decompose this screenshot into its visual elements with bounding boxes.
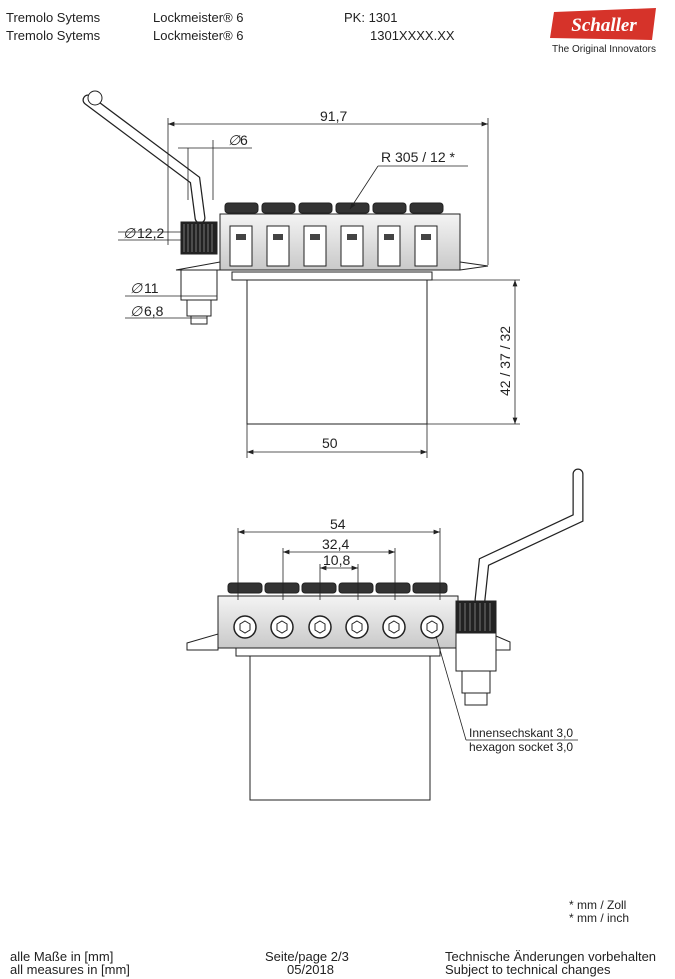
hex-screws [233, 615, 444, 639]
footer-disclaimer-de: Technische Änderungen vorbehalten [445, 949, 657, 964]
svg-text:∅: ∅ [130, 280, 143, 296]
dim-radius: R 305 / 12 * [381, 149, 455, 165]
dim-arm-diameter: ∅ 6 [228, 132, 248, 148]
svg-text:6: 6 [240, 132, 248, 148]
tremolo-arm-top [82, 90, 206, 224]
header-code: 1301XXXX.XX [370, 28, 455, 43]
footer-page: Seite/page 2/3 [265, 949, 349, 964]
dim-knob-diameter: ∅ 12,2 [123, 225, 164, 241]
footer-units-en: all measures in [mm] [10, 962, 130, 977]
header-pk: PK: 1301 [344, 10, 398, 25]
callout-hex-de: Innensechskant 3,0 [469, 726, 573, 740]
logo-tagline: The Original Innovators [552, 44, 656, 55]
dim-mid-spacing: 32,4 [322, 536, 349, 552]
tremolo-arm-front [474, 468, 584, 606]
dim-total-width: 91,7 [320, 108, 347, 124]
header-series: Tremolo Sytems [6, 10, 101, 25]
note-mm-inch: * mm / inch [569, 911, 630, 925]
sustain-block-front [249, 655, 431, 801]
svg-text:6,8: 6,8 [144, 303, 164, 319]
svg-text:∅: ∅ [123, 225, 136, 241]
fine-tuner-row [224, 202, 444, 214]
header-model-2: Lockmeister® 6 [153, 28, 244, 43]
dim-block-height: 42 / 37 / 32 [497, 326, 513, 396]
stud-front [455, 632, 497, 672]
schaller-logo: Schaller The Original Innovators [548, 6, 660, 56]
dim-stud-inner-diameter: ∅ 6,8 [130, 303, 164, 319]
footer-date: 05/2018 [287, 962, 334, 977]
logo-wordmark: Schaller [571, 15, 637, 36]
fine-tuners-front [227, 582, 448, 594]
sustain-block-top [246, 279, 428, 425]
svg-text:∅: ∅ [130, 303, 143, 319]
saddles-top [229, 225, 438, 267]
header-model: Lockmeister® 6 [153, 10, 244, 25]
dim-inner-spacing: 10,8 [323, 552, 350, 568]
svg-text:12,2: 12,2 [137, 225, 164, 241]
dim-outer-spacing: 54 [330, 516, 346, 532]
footer-disclaimer-en: Subject to technical changes [445, 962, 611, 977]
svg-text:11: 11 [144, 280, 159, 296]
front-view [186, 468, 584, 801]
arm-knob-front [455, 600, 497, 634]
svg-text:∅: ∅ [228, 132, 241, 148]
note-mm-zoll: * mm / Zoll [569, 898, 627, 912]
dim-block-width: 50 [322, 435, 338, 451]
callout-hex-en: hexagon socket 3,0 [469, 740, 573, 754]
header-series-2: Tremolo Sytems [6, 28, 101, 43]
footer-units-de: alle Maße in [mm] [10, 949, 114, 964]
arm-knob-top [180, 221, 218, 255]
stud-top [180, 269, 218, 301]
dim-stud-diameter: ∅ 11 [130, 280, 159, 296]
top-view [82, 90, 489, 425]
baseplate-front [217, 595, 459, 649]
